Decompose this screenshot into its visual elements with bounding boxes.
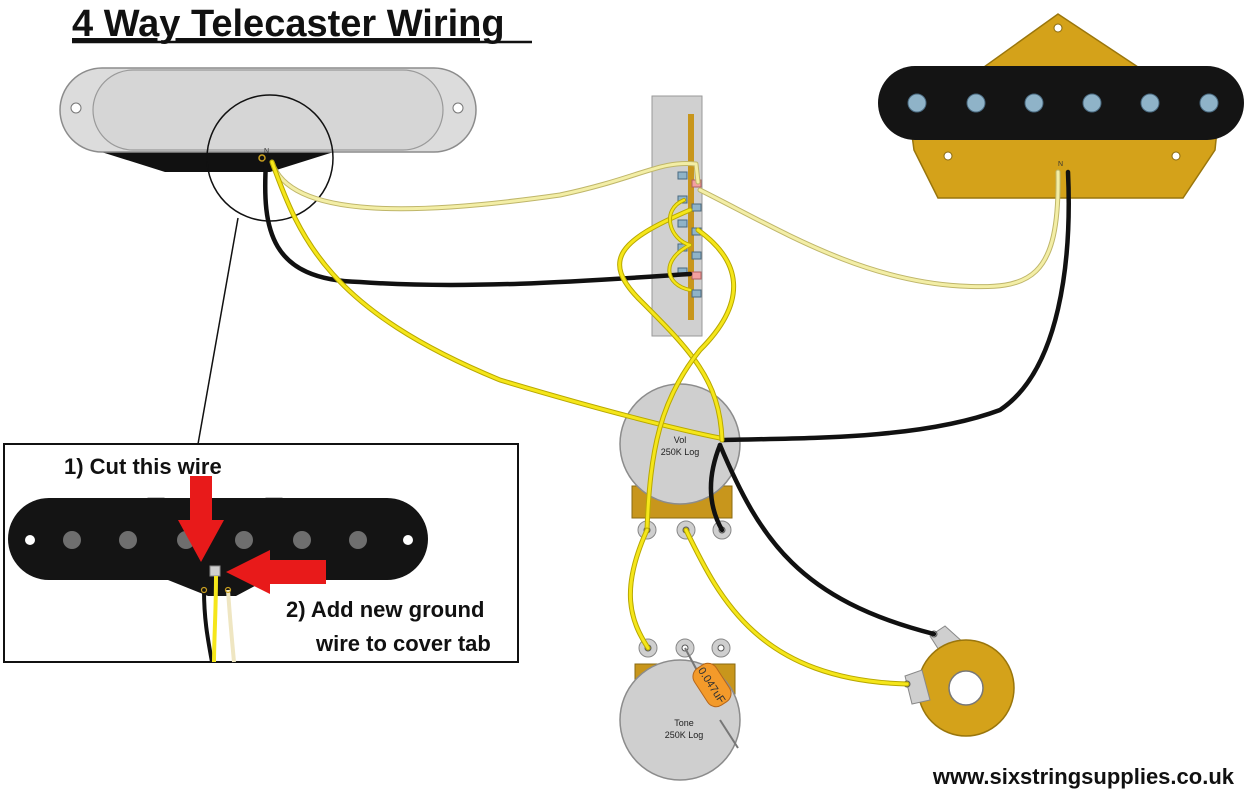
switch-lever-slot xyxy=(688,114,694,320)
website-url: www.sixstringsupplies.co.uk xyxy=(932,764,1235,789)
bridge-mount-hole-1 xyxy=(1053,23,1063,33)
cover-tab xyxy=(209,565,221,577)
tone-pot: Tone 250K Log xyxy=(619,638,741,781)
four-way-switch xyxy=(651,95,703,337)
inset-hot-wire xyxy=(212,575,218,663)
bridge-polepiece xyxy=(1199,93,1219,113)
output-jack xyxy=(903,625,1015,737)
wire-bridge-ground xyxy=(719,169,1071,443)
switch-lug xyxy=(691,289,702,298)
bridge-mount-hole-3 xyxy=(1171,151,1181,161)
inset-polepiece xyxy=(63,531,81,549)
wire-neck-hot xyxy=(269,159,701,212)
step2-line1: 2) Add new ground xyxy=(286,597,484,622)
wire-neck-ground xyxy=(262,159,693,288)
bridge-mount-hole-2 xyxy=(943,151,953,161)
neck-mount-hole-left xyxy=(70,102,82,114)
bridge-polarity-mark: N xyxy=(1058,161,1063,168)
inset-mount-hole-right xyxy=(403,535,413,545)
bridge-polepiece xyxy=(966,93,986,113)
tone-pot-value: 250K Log xyxy=(665,730,704,740)
neck-mount-hole-right xyxy=(452,102,464,114)
cut-wire-arrow xyxy=(178,476,224,562)
page-title: 4 Way Telecaster Wiring xyxy=(72,3,505,45)
detail-leader-line xyxy=(197,217,239,445)
bridge-polepiece xyxy=(1140,93,1160,113)
switch-lug xyxy=(691,251,702,260)
add-ground-arrow xyxy=(226,550,326,594)
step2-line2: wire to cover tab xyxy=(315,631,491,656)
switch-lug xyxy=(691,203,702,212)
inset-polepiece xyxy=(349,531,367,549)
step1-text: 1) Cut this wire xyxy=(64,454,222,479)
bridge-polepiece xyxy=(1024,93,1044,113)
volume-pot-label: Vol xyxy=(674,435,687,445)
bridge-pickup: N xyxy=(878,13,1244,199)
inset-ground-wire xyxy=(202,589,214,663)
volume-pot: Vol 250K Log xyxy=(619,383,741,540)
neck-pickup: N xyxy=(59,67,477,222)
switch-lug xyxy=(677,171,688,180)
neck-polarity-mark: N xyxy=(264,148,269,155)
inset-new-ground-wire xyxy=(226,589,236,663)
wire-jack-ground xyxy=(717,442,937,637)
inset-mount-hole-left xyxy=(25,535,35,545)
wires xyxy=(262,159,1071,687)
inset-detail: 1) Cut this wire 2) Add new ground wire … xyxy=(3,443,519,663)
inset-polepiece xyxy=(119,531,137,549)
bridge-polepiece xyxy=(1082,93,1102,113)
bridge-polepiece xyxy=(907,93,927,113)
volume-pot-value: 250K Log xyxy=(661,447,700,457)
switch-lug xyxy=(691,271,702,280)
neck-solder-eyelet xyxy=(258,154,266,162)
inset-polepiece xyxy=(235,531,253,549)
wire-volume-ground-loop xyxy=(708,442,725,533)
tone-pot-label: Tone xyxy=(674,718,694,728)
inset-polepiece xyxy=(293,531,311,549)
switch-lug xyxy=(677,219,688,228)
